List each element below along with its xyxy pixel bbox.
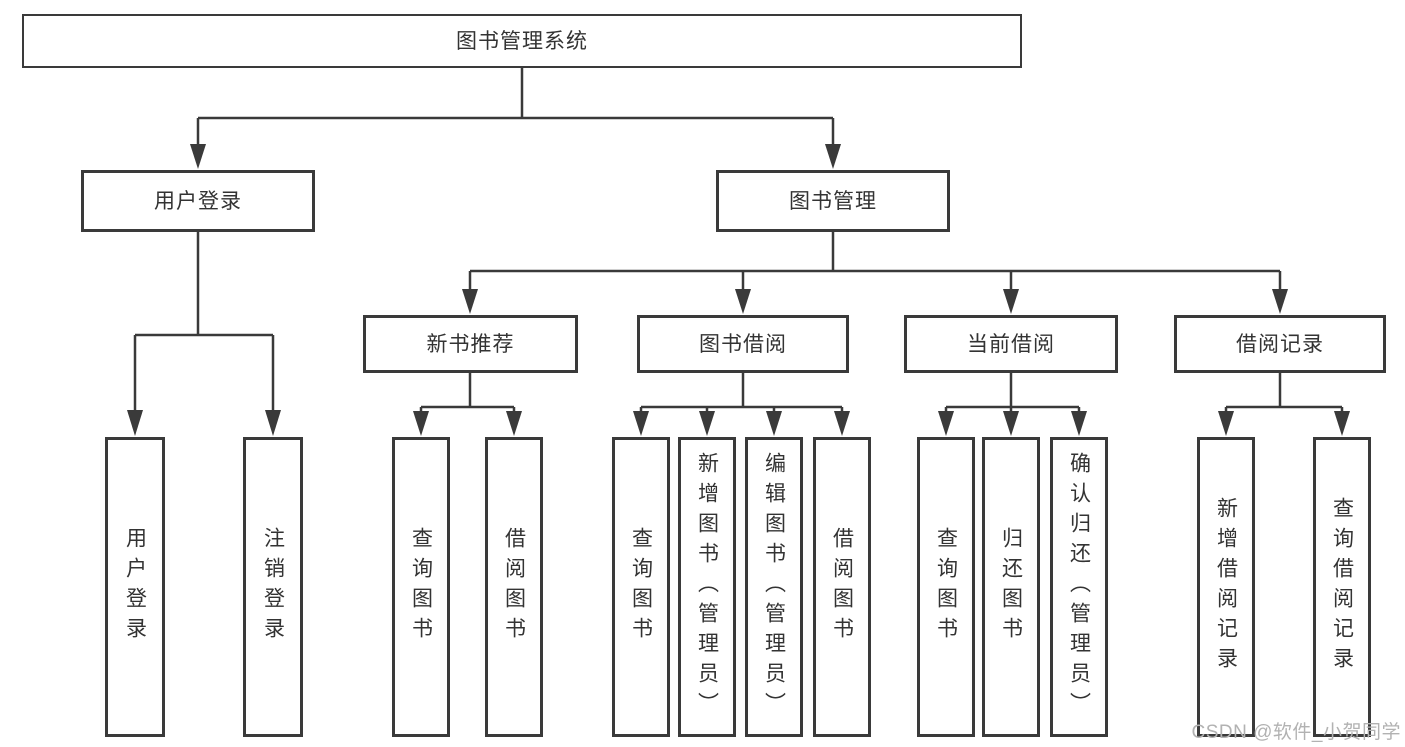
csdn-watermark: CSDN @软件_小贺同学: [1191, 722, 1401, 743]
node-label: 归还图书: [999, 527, 1023, 647]
connector-recommend-to-leaves: [413, 372, 522, 436]
node-label: 查询借阅记录: [1330, 497, 1354, 677]
node-label: 用户登录: [154, 189, 242, 213]
node-label: 查询图书: [629, 527, 653, 647]
node-library-management-system: 图书管理系统: [22, 14, 1022, 68]
node-book-management: 图书管理: [716, 170, 950, 232]
node-label: 借阅图书: [502, 527, 526, 647]
node-add-borrow-record: 新增借阅记录: [1197, 437, 1255, 737]
node-borrow-books-recommend: 借阅图书: [485, 437, 543, 737]
node-label: 图书管理: [789, 189, 877, 213]
node-label: 图书借阅: [699, 332, 787, 356]
connector-current-to-leaves: [938, 372, 1087, 436]
node-query-borrow-record: 查询借阅记录: [1313, 437, 1371, 737]
connector-records-to-leaves: [1218, 372, 1350, 436]
node-borrowing-records: 借阅记录: [1174, 315, 1386, 373]
node-label: 查询图书: [409, 527, 433, 647]
node-label: 当前借阅: [967, 332, 1055, 356]
node-edit-books-admin: 编辑图书（管理员）: [745, 437, 803, 737]
connector-userlogin-to-leaves: [127, 231, 281, 436]
node-label: 确认归还（管理员）: [1067, 452, 1091, 722]
connector-borrowing-to-leaves: [633, 372, 850, 436]
node-label: 查询图书: [934, 527, 958, 647]
node-label: 用户登录: [123, 527, 147, 647]
node-add-books-admin: 新增图书（管理员）: [678, 437, 736, 737]
node-label: 借阅记录: [1236, 332, 1324, 356]
connector-root-to-level2: [190, 67, 841, 169]
node-label: 编辑图书（管理员）: [762, 452, 786, 722]
node-query-books-borrow: 查询图书: [612, 437, 670, 737]
node-borrow-books-borrow: 借阅图书: [813, 437, 871, 737]
node-label: 注销登录: [261, 527, 285, 647]
node-query-books-current: 查询图书: [917, 437, 975, 737]
node-label: 新书推荐: [426, 332, 515, 356]
node-logout-leaf: 注销登录: [243, 437, 303, 737]
node-query-books-recommend: 查询图书: [392, 437, 450, 737]
node-current-borrowing: 当前借阅: [904, 315, 1118, 373]
connector-bookmgmt-to-level3: [462, 231, 1288, 314]
node-confirm-return-admin: 确认归还（管理员）: [1050, 437, 1108, 737]
node-user-login: 用户登录: [81, 170, 315, 232]
node-new-book-recommend: 新书推荐: [363, 315, 578, 373]
node-label: 新增借阅记录: [1214, 497, 1238, 677]
node-book-borrowing: 图书借阅: [637, 315, 849, 373]
node-label: 图书管理系统: [456, 29, 588, 53]
node-label: 新增图书（管理员）: [695, 452, 719, 722]
node-user-login-leaf: 用户登录: [105, 437, 165, 737]
node-return-books: 归还图书: [982, 437, 1040, 737]
node-label: 借阅图书: [830, 527, 854, 647]
